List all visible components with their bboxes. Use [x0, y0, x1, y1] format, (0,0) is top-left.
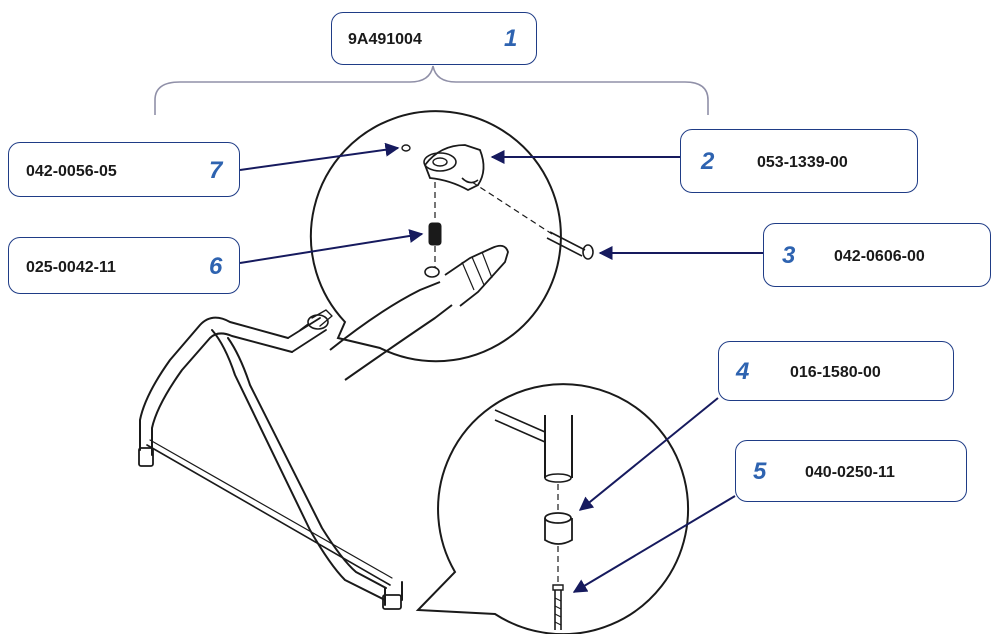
- lower-detail-circle: [415, 383, 690, 634]
- callout-part-number: 042-0606-00: [834, 248, 925, 265]
- callout-item-number: 4: [736, 358, 750, 385]
- callout-item-6: 025-0042-11 6: [8, 237, 240, 294]
- callout-item-7: 042-0056-05 7: [8, 142, 240, 197]
- upper-detail-circle: [309, 110, 594, 381]
- callout-item-5: 5 040-0250-11: [735, 440, 967, 502]
- assembly-callout: 9A491004 1: [331, 12, 537, 65]
- callout-item-4: 4 016-1580-00: [718, 341, 954, 401]
- leader-lines: [239, 142, 763, 593]
- callout-item-2: 2 053-1339-00: [680, 129, 918, 193]
- assembly-bracket: [154, 65, 709, 115]
- leader-line-7: [239, 142, 400, 171]
- callout-item-number: 3: [782, 242, 796, 269]
- leader-line-5: [572, 495, 736, 593]
- callout-part-number: 040-0250-11: [805, 464, 895, 481]
- callout-item-number: 2: [701, 148, 715, 175]
- callout-part-number: 042-0056-05: [26, 163, 117, 180]
- callout-part-number: 016-1580-00: [790, 364, 881, 381]
- assembly-item-number: 1: [504, 25, 518, 52]
- assembly-part-number: 9A491004: [348, 31, 422, 48]
- callout-item-3: 3 042-0606-00: [763, 223, 991, 287]
- leader-line-4: [578, 397, 719, 511]
- callout-part-number: 025-0042-11: [26, 259, 116, 276]
- leader-line-6: [239, 229, 424, 264]
- callout-item-number: 5: [753, 458, 767, 485]
- callout-item-number: 6: [209, 253, 223, 280]
- callout-part-number: 053-1339-00: [757, 154, 848, 171]
- bed-rail-frame: [138, 309, 403, 610]
- callout-item-number: 7: [209, 157, 223, 184]
